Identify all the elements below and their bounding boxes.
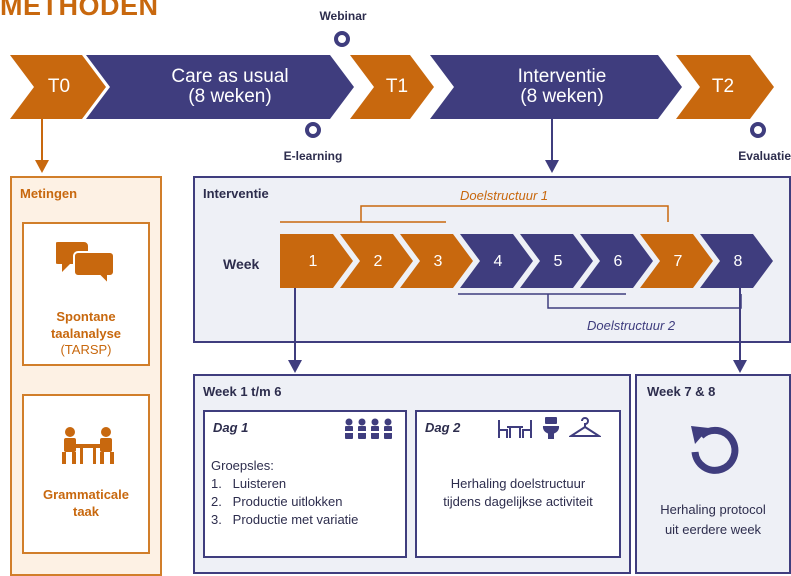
dag-1-item-1: 1. Luisteren	[211, 476, 287, 491]
interventie-label-1: Interventie	[517, 66, 607, 87]
evaluatie-marker	[750, 122, 766, 138]
t2-chevron	[676, 55, 774, 119]
metingen-panel: Metingen Spontane taalanalyse (TARSP) Gr…	[10, 176, 162, 576]
t2-label: T2	[711, 76, 735, 97]
week-5-number: 5	[553, 253, 563, 270]
week-6-number: 6	[613, 253, 623, 270]
week-3-chevron	[400, 234, 473, 288]
dag-1-lead: Groepsles:	[211, 458, 274, 473]
week-1-chevron	[280, 234, 353, 288]
care-chevron	[86, 55, 354, 119]
week-4-chevron	[460, 234, 533, 288]
week-6-chevron	[580, 234, 653, 288]
t1-chevron	[350, 55, 434, 119]
week-5-chevron	[520, 234, 593, 288]
dag-1-item-3: 3. Productie met variatie	[211, 512, 359, 527]
week-label: Week	[223, 256, 260, 272]
week-2-chevron	[340, 234, 413, 288]
interventie-title: Interventie	[203, 186, 269, 201]
speech-bubbles-icon	[56, 242, 115, 282]
interventie-chevron	[430, 55, 682, 119]
t0-chevron	[10, 55, 106, 119]
page-title: METHODEN	[0, 0, 159, 21]
dag-1-item-2: 2. Productie uitlokken	[211, 494, 343, 509]
dag-2-line1: Herhaling doelstructuur	[450, 476, 586, 491]
week-1-number: 1	[308, 253, 318, 270]
grammaticale-line1: Grammaticale	[43, 487, 129, 502]
dag-2-title: Dag 2	[425, 420, 461, 435]
interventie-label-2: (8 weken)	[520, 86, 604, 107]
week-7-chevron	[640, 234, 713, 288]
elearning-label: E-learning	[283, 149, 343, 163]
webinar-marker	[334, 31, 350, 47]
doelstructuur-2-label: Doelstructuur 2	[587, 318, 676, 333]
taalanalyse-line2: taalanalyse	[50, 326, 122, 341]
t0-label: T0	[47, 76, 71, 97]
metingen-item-taalanalyse: Spontane taalanalyse (TARSP)	[22, 222, 150, 366]
arrow-to-interventie	[545, 160, 559, 173]
week-4-number: 4	[493, 253, 503, 270]
week-3-number: 3	[433, 253, 443, 270]
grammaticale-line2: taak	[72, 504, 100, 519]
clothes-hanger-icon	[569, 417, 601, 437]
week-8-chevron	[700, 234, 773, 288]
group-people-icon	[343, 418, 395, 439]
week-arrows	[288, 288, 747, 373]
doelstructuur-1-label: Doelstructuur 1	[460, 188, 549, 203]
care-label-1: Care as usual	[171, 66, 289, 87]
elearning-marker	[305, 122, 321, 138]
week-1-6-title: Week 1 t/m 6	[203, 384, 282, 399]
taalanalyse-line1: Spontane	[56, 309, 116, 324]
timeline-diagram	[10, 31, 774, 173]
week-7-8-line1: Herhaling protocol	[660, 502, 766, 517]
metingen-title: Metingen	[20, 186, 78, 201]
arrow-to-week7-8	[733, 360, 747, 373]
dag-1-card: Dag 1 Groepsles: 1. Luisteren 2. Product…	[203, 410, 407, 558]
dag-2-line2: tijdens dagelijkse activiteit	[443, 494, 593, 509]
week-2-number: 2	[373, 253, 383, 270]
dag-1-title: Dag 1	[213, 420, 249, 435]
metingen-item-grammaticale-taak: Grammaticale taak	[22, 394, 150, 554]
doelstructuur-1-bracket	[360, 205, 669, 222]
arrow-to-metingen	[35, 160, 49, 173]
webinar-label: Webinar	[319, 9, 367, 23]
week-7-8-title: Week 7 & 8	[647, 384, 716, 399]
toilet-icon	[542, 417, 560, 439]
week-7-number: 7	[673, 253, 683, 270]
arrow-to-week1-6	[288, 360, 302, 373]
two-people-table-icon	[62, 427, 114, 464]
week-7-8-line2: uit eerdere week	[664, 522, 762, 537]
repeat-arrow-icon	[691, 426, 739, 474]
evaluatie-label: Evaluatie	[738, 149, 791, 163]
week-8-number: 8	[733, 253, 743, 270]
week-7-8-panel: Week 7 & 8 Herhaling protocol uit eerder…	[635, 374, 791, 574]
care-label-2: (8 weken)	[188, 86, 272, 107]
taalanalyse-line3: (TARSP)	[60, 342, 112, 357]
dag-2-card: Dag 2 Herhaling doelstructuur tijdens da…	[415, 410, 621, 558]
t1-label: T1	[385, 76, 409, 97]
week-chevrons	[280, 205, 773, 309]
table-chairs-icon	[498, 420, 532, 438]
week-1-6-panel: Week 1 t/m 6 Dag 1 Groepsles: 1. Luister…	[193, 374, 631, 574]
